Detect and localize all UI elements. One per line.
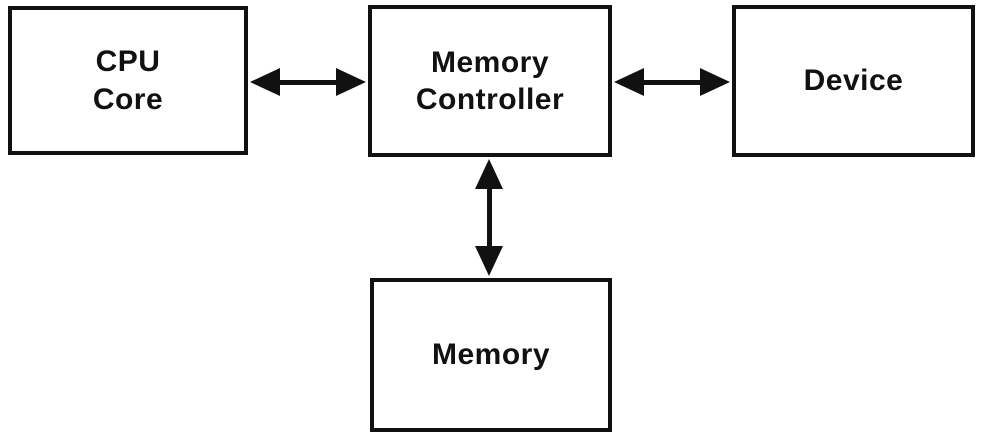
node-memory-label: Memory [431, 338, 551, 372]
arrowhead-right-icon [336, 68, 366, 96]
node-device-label: Device [803, 64, 904, 98]
arrow-shaft [486, 183, 492, 252]
node-device: Device [732, 5, 975, 157]
node-memory-controller-label: Memory Controller [415, 45, 565, 117]
arrowhead-right-icon [700, 68, 730, 96]
node-memory: Memory [370, 278, 612, 432]
bidirectional-arrow-memory-controller-to-device-icon [614, 68, 730, 96]
arrow-shaft [274, 79, 342, 85]
bidirectional-arrow-memory-controller-to-memory-icon [475, 159, 503, 276]
arrow-shaft [638, 79, 706, 85]
node-cpu-core-label: CPU Core [92, 45, 164, 116]
node-cpu-core: CPU Core [8, 6, 248, 155]
node-memory-controller: Memory Controller [368, 5, 612, 157]
arrowhead-down-icon [475, 246, 503, 276]
bidirectional-arrow-cpu-to-memory-controller-icon [250, 68, 366, 96]
